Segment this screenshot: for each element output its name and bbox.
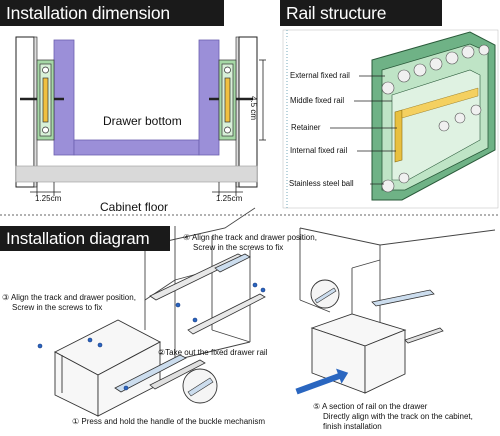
drawer-left: [54, 319, 161, 417]
installation-diagram-title: Installation diagram: [0, 226, 170, 251]
drawer-right-rail: [371, 289, 444, 344]
height-dimension: [259, 59, 266, 141]
direction-arrow: [295, 368, 349, 395]
step-4-text: ④ Align the track and drawer position, S…: [183, 233, 317, 252]
middle-rail-label: Middle fixed rail: [289, 96, 346, 105]
dimension-drawing-title: Installation dimension drawing: [0, 0, 224, 49]
rail-3d-body: [371, 31, 496, 201]
cabinet-wall-right: [235, 36, 258, 188]
step-2-text: ②Take out the fixed drawer rail: [158, 348, 268, 357]
drawer-side-left: [53, 39, 75, 156]
magnifier-callout: [182, 368, 218, 404]
rail-left: [20, 59, 64, 141]
rail-right: [209, 59, 253, 141]
internal-rail-label: Internal fixed rail: [289, 146, 349, 155]
gap-dimension-left: [30, 182, 61, 196]
drawer-bottom: [73, 139, 200, 156]
step-1-text: ① Press and hold the handle of the buckl…: [72, 417, 266, 426]
structure-leaders: [330, 75, 397, 185]
drawer-left-rail: [114, 354, 206, 393]
step-5-text: ⑤ A section of rail on the drawer Direct…: [313, 402, 473, 431]
gap-dimension-right: [212, 182, 243, 196]
screws: [37, 282, 266, 391]
gap-left-label: 1.25cm: [35, 194, 62, 203]
magnifier-top: [310, 279, 340, 309]
cabinet-wall-left: [15, 36, 38, 188]
cabinet-floor-shape: [15, 165, 258, 183]
cabinet-floor-label: Cabinet floor: [100, 200, 169, 214]
gap-right-label: 1.25cm: [216, 194, 243, 203]
structure-diagram-title: Rail structure diagram: [280, 0, 442, 49]
drawer-side-right: [198, 39, 220, 156]
drawer-bottom-label: Drawer bottom: [103, 114, 182, 128]
drawer-right: [310, 313, 407, 394]
retainer-label: Retainer: [290, 123, 322, 132]
height-label: 4.5 cm: [249, 96, 258, 121]
steel-ball-label: Stainless steel ball: [288, 179, 355, 188]
cabinet-rails: [149, 253, 266, 335]
external-rail-label: External fixed rail: [289, 71, 351, 80]
step-3-text: ③ Align the track and drawer position, S…: [2, 293, 136, 312]
